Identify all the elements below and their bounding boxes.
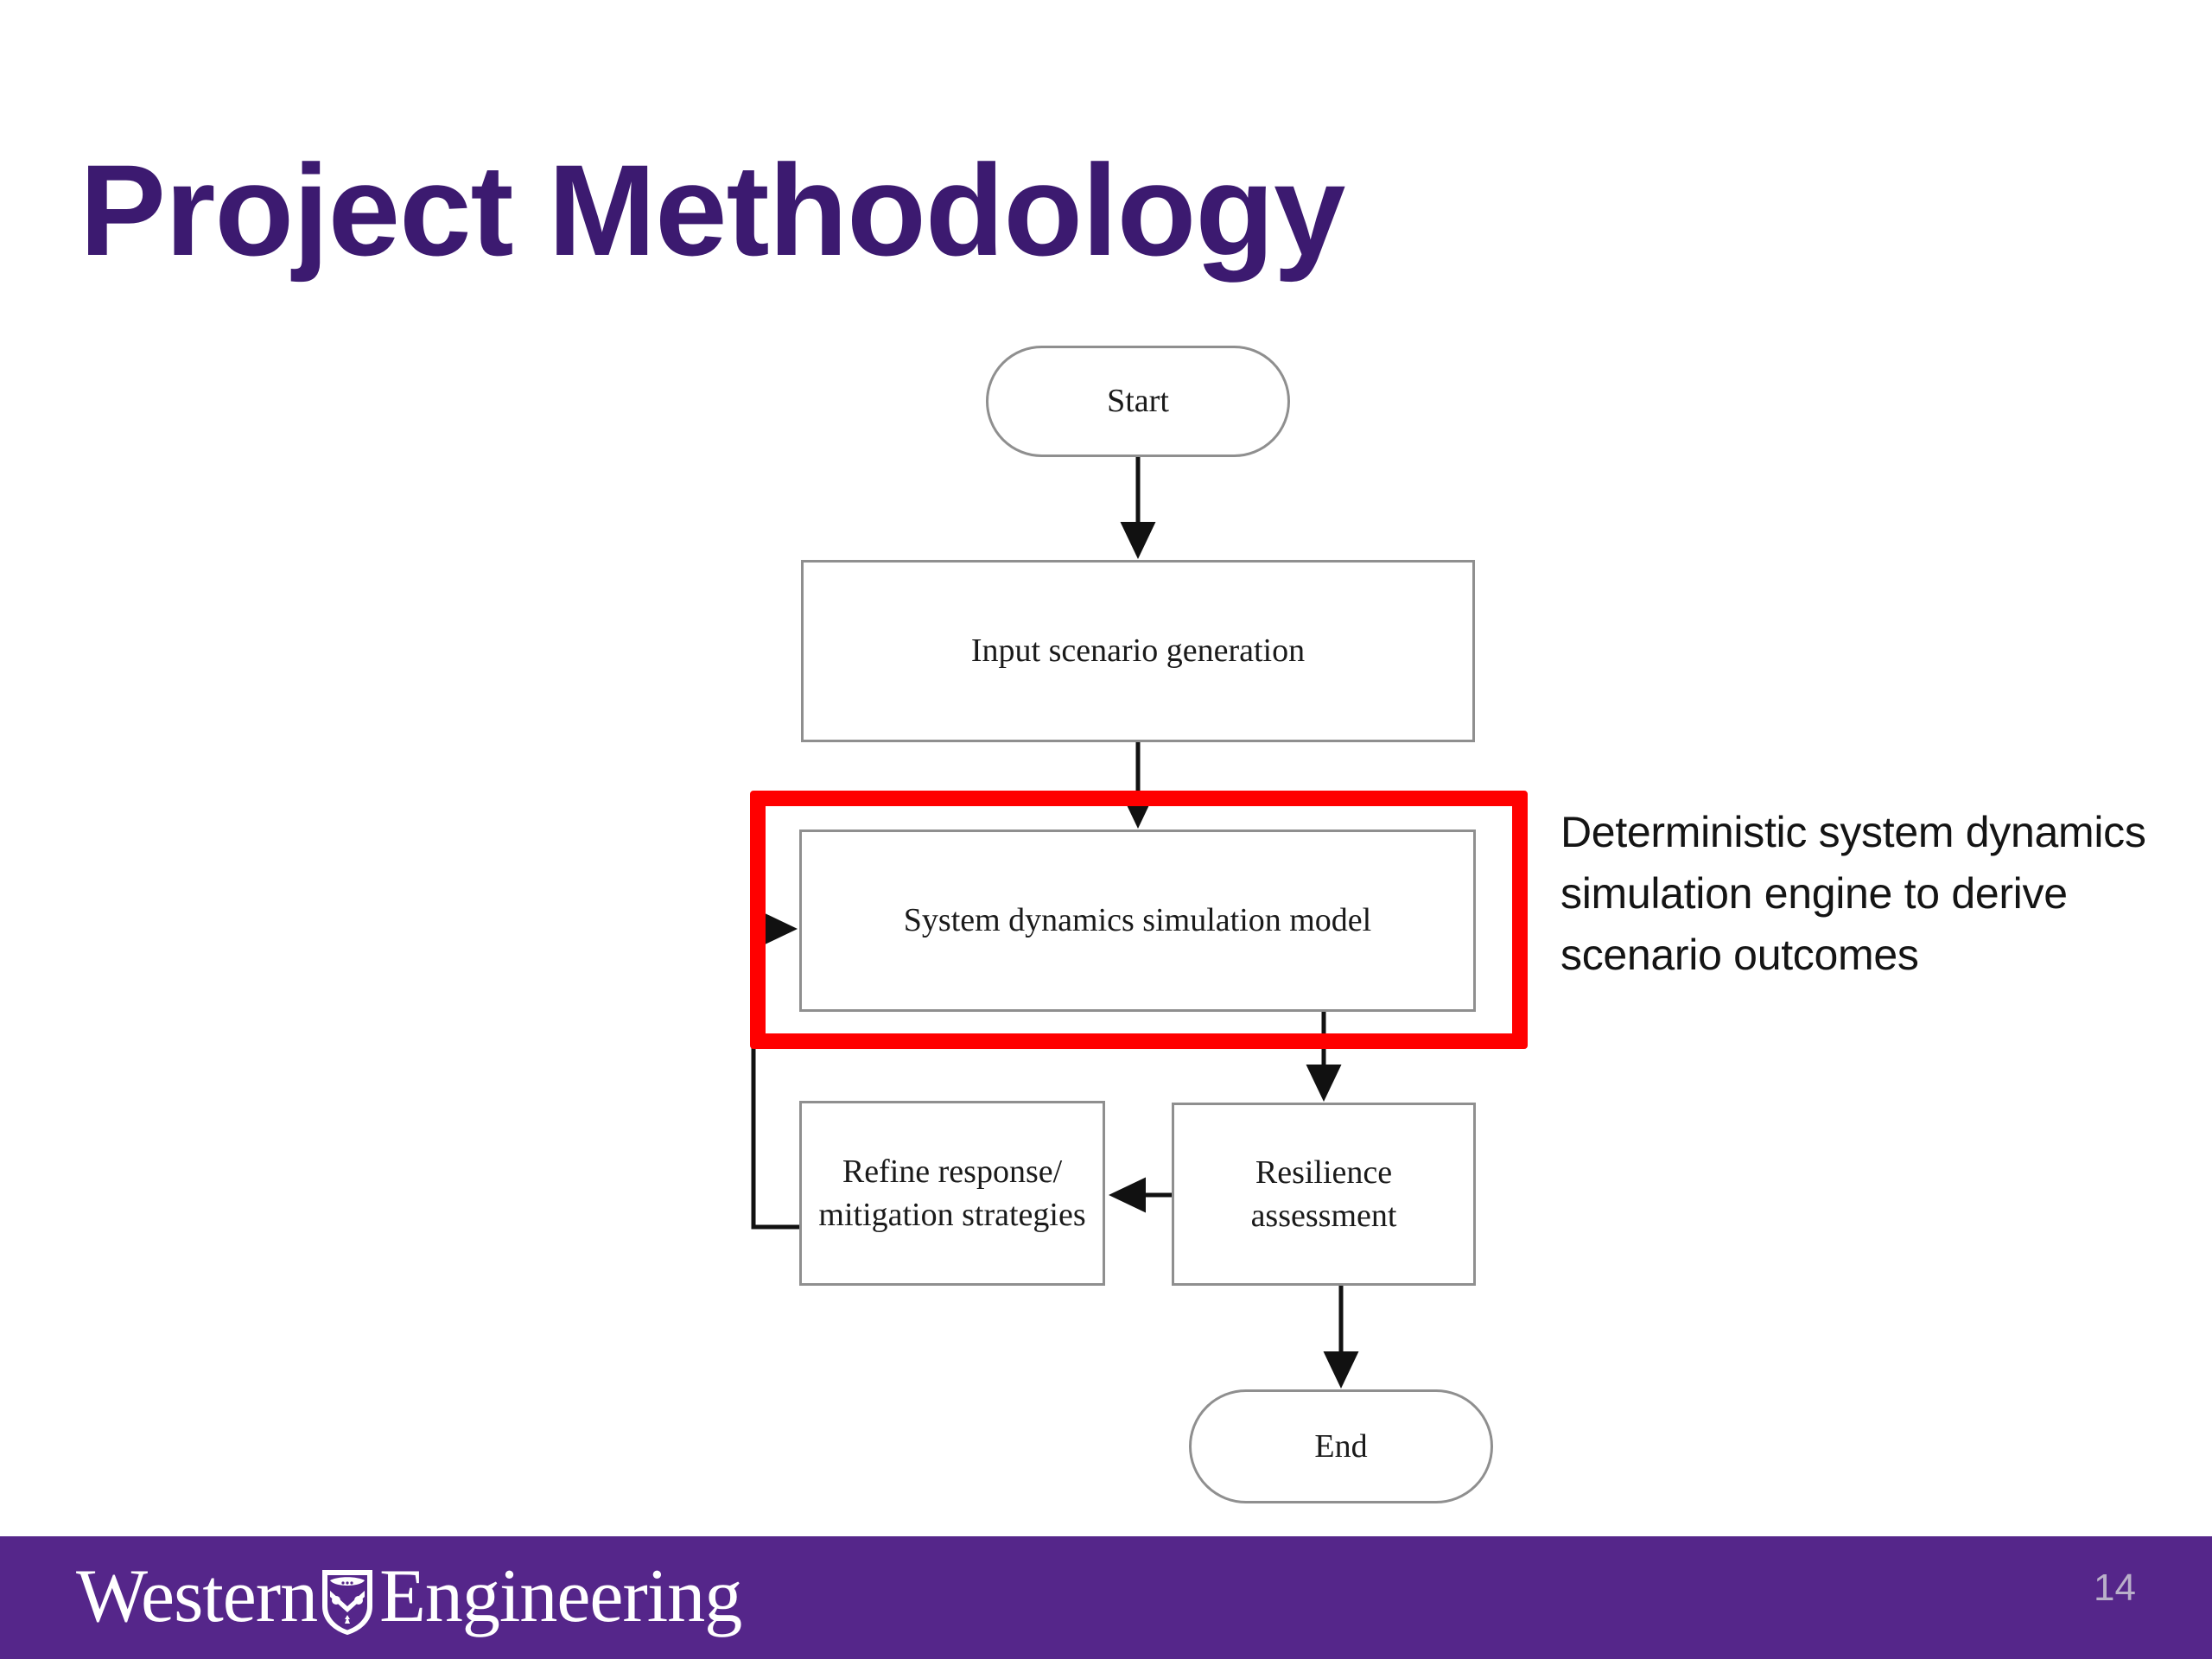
western-engineering-logo: Western Engineering bbox=[76, 1552, 742, 1642]
flow-node-refine-response-mitigation-strategies[interactable]: Refine response/ mitigation strategies bbox=[799, 1101, 1105, 1286]
page-number: 14 bbox=[2094, 1567, 2136, 1609]
flow-node-end-label: End bbox=[1314, 1427, 1368, 1465]
red-highlight-rectangle bbox=[750, 791, 1528, 1049]
flow-node-refine-label: Refine response/ mitigation strategies bbox=[818, 1153, 1086, 1233]
flow-node-input-label: Input scenario generation bbox=[970, 632, 1306, 670]
flow-node-input-scenario-generation[interactable]: Input scenario generation bbox=[801, 560, 1475, 742]
flow-node-start-label: Start bbox=[1107, 383, 1169, 420]
flow-node-resilience-label: Resilience assessment bbox=[1250, 1154, 1397, 1234]
flow-node-start[interactable]: Start bbox=[986, 346, 1290, 457]
flow-node-sysdyn-label: System dynamics simulation model bbox=[903, 902, 1372, 939]
flow-node-end[interactable]: End bbox=[1189, 1389, 1493, 1503]
logo-word-western: Western bbox=[76, 1554, 318, 1638]
page-title: Project Methodology bbox=[79, 137, 1345, 283]
footer-bar: Western Engineering 14 bbox=[0, 1536, 2212, 1659]
western-shield-crest-icon bbox=[321, 1568, 374, 1636]
logo-word-engineering: Engineering bbox=[379, 1554, 742, 1638]
flow-node-resilience-assessment[interactable]: Resilience assessment bbox=[1172, 1103, 1476, 1286]
annotation-text: Deterministic system dynamics simulation… bbox=[1560, 808, 2146, 979]
flow-node-system-dynamics-simulation-model[interactable]: System dynamics simulation model bbox=[799, 830, 1476, 1012]
